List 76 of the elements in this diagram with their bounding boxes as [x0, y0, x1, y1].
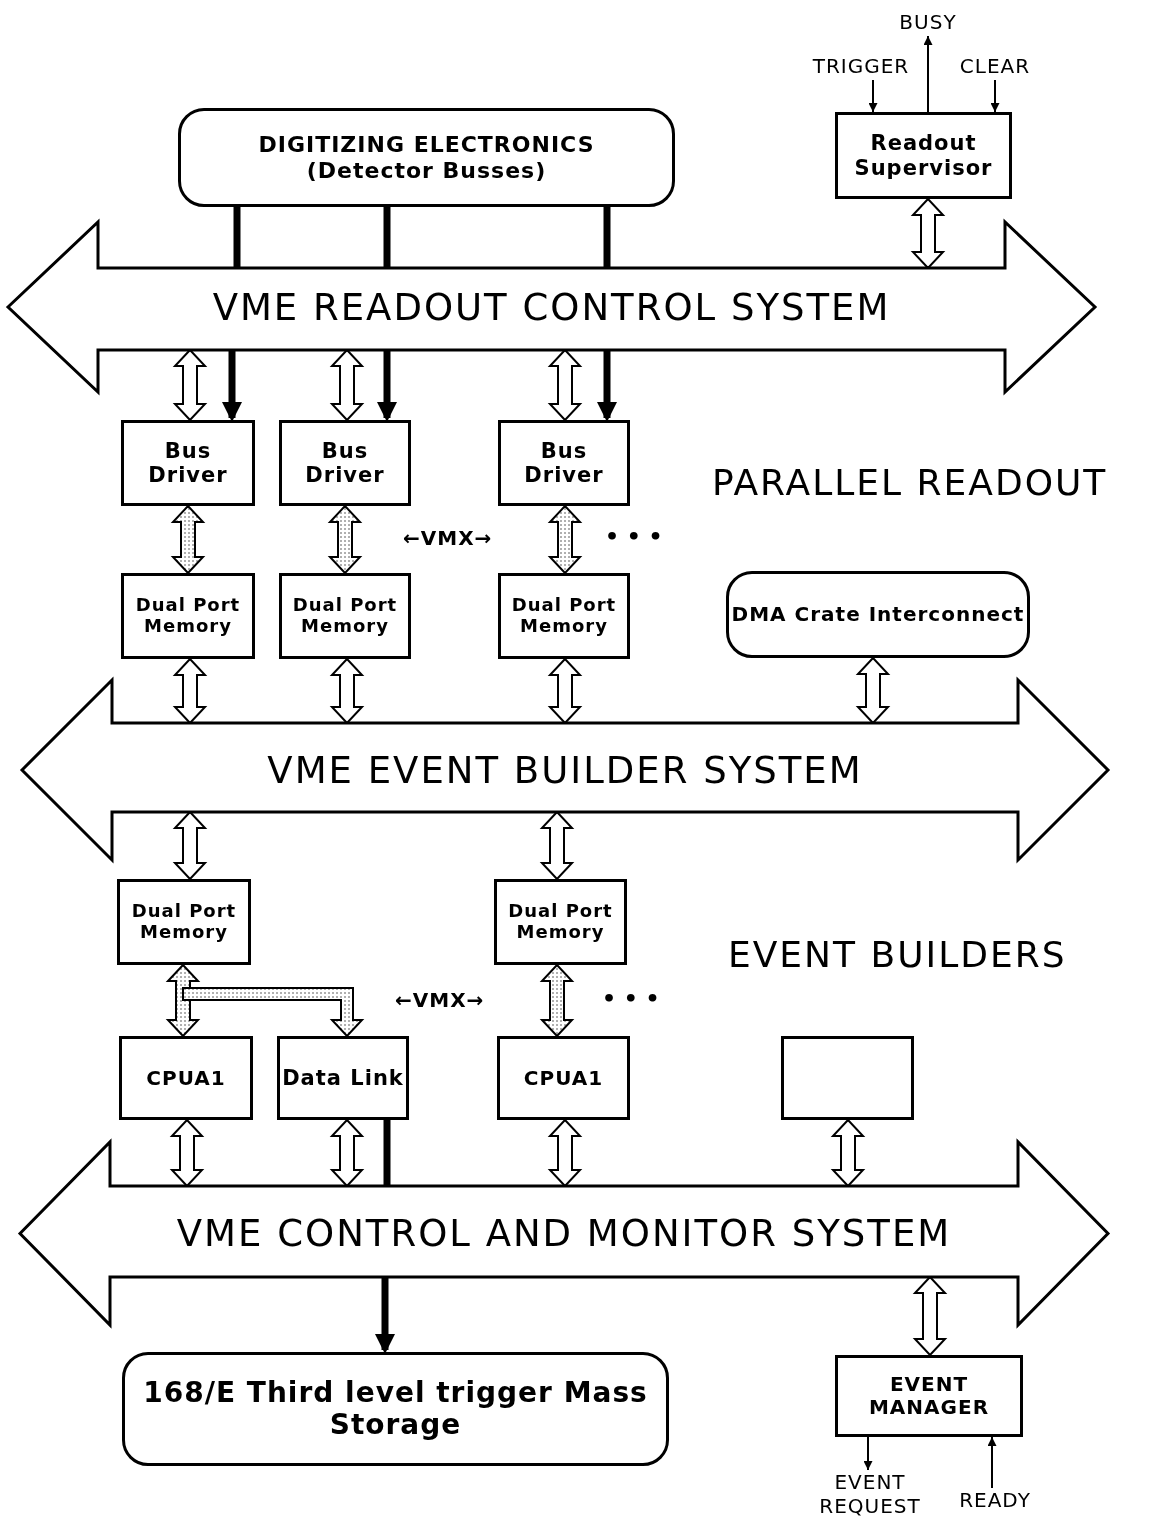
hollow-double-arrow [547, 657, 583, 725]
thick-line [383, 1120, 391, 1186]
hollow-double-arrow [547, 1118, 583, 1188]
process-box [835, 112, 1012, 199]
process-box [121, 420, 255, 506]
diagram-label: EVENT BUILDERS [728, 934, 1067, 975]
box-label: 168/E Third level trigger Mass Storage [142, 1376, 649, 1442]
box-label: CPUA1 [146, 1066, 226, 1090]
box-label: Dual Port Memory [507, 901, 614, 943]
box-label: Dual Port Memory [130, 901, 238, 943]
signal-arrow [868, 79, 878, 113]
box-shape [781, 1036, 914, 1120]
process-box [498, 573, 630, 659]
hollow-double-arrow [329, 657, 365, 725]
box-label: Bus Driver [523, 438, 605, 488]
process-box [119, 1036, 253, 1120]
box-label: Bus Driver [304, 438, 386, 488]
shaded-arrow [182, 987, 365, 1038]
box-label: Dual Port Memory [291, 595, 399, 637]
bus-label: VME CONTROL AND MONITOR SYSTEM [176, 1212, 952, 1255]
shaded-double-arrow [547, 504, 583, 575]
box-label: (Detector Busses) [306, 157, 547, 183]
hollow-double-arrow [172, 657, 208, 725]
diagram-label: ←VMX→ [395, 988, 485, 1012]
process-box [178, 108, 675, 207]
thick-line [603, 207, 611, 268]
process-box [726, 571, 1030, 658]
signal-arrow [863, 1436, 873, 1471]
thick-arrow [375, 1277, 395, 1354]
thick-arrow [222, 350, 242, 422]
shaded-double-arrow [170, 504, 206, 575]
hollow-double-arrow [329, 1118, 365, 1188]
process-box [122, 1352, 669, 1466]
box-label: Data Link [282, 1065, 404, 1091]
process-box [494, 879, 627, 965]
thick-line [233, 207, 241, 268]
bus-label: VME EVENT BUILDER SYSTEM [267, 748, 863, 792]
box-label: Dual Port Memory [510, 595, 618, 637]
hollow-double-arrow [910, 197, 946, 270]
box-label: DMA Crate Interconnect [731, 603, 1025, 626]
thick-line [383, 207, 391, 268]
bus-label: VME READOUT CONTROL SYSTEM [212, 285, 891, 329]
process-box [497, 1036, 630, 1120]
thick-arrow [597, 350, 617, 422]
signal-label: EVENT REQUEST [800, 1470, 940, 1522]
signal-arrow [990, 79, 1000, 113]
diagram-label: PARALLEL READOUT [712, 462, 1108, 503]
diagram-label: • • • [605, 524, 663, 549]
process-box [279, 420, 411, 506]
diagram-label: ←VMX→ [403, 526, 493, 550]
process-box [498, 420, 630, 506]
diagram-label: • • • [602, 986, 660, 1011]
hollow-double-arrow [830, 1118, 866, 1188]
shaded-double-arrow [327, 504, 363, 575]
shaded-double-arrow [165, 963, 201, 1038]
signal-arrow [923, 35, 933, 113]
box-label: Dual Port Memory [134, 595, 242, 637]
signal-label: CLEAR [950, 54, 1040, 80]
process-box [835, 1355, 1023, 1437]
signal-label: BUSY [890, 10, 966, 36]
shaded-double-arrow [539, 963, 575, 1038]
hollow-double-arrow [169, 1118, 205, 1188]
process-box [121, 573, 255, 659]
process-box [117, 879, 251, 965]
box-label: CPUA1 [523, 1066, 604, 1090]
signal-label: READY [945, 1488, 1045, 1514]
box-label: DIGITIZING ELECTRONICS [258, 132, 595, 158]
signal-arrow [987, 1436, 997, 1489]
process-box [277, 1036, 409, 1120]
signal-label: TRIGGER [800, 54, 922, 80]
hollow-double-arrow [855, 656, 891, 725]
box-label: Bus Driver [147, 438, 229, 488]
thick-arrow [377, 350, 397, 422]
box-label: EVENT MANAGER [867, 1373, 991, 1419]
box-label: Readout Supervisor [853, 131, 994, 180]
process-box [279, 573, 411, 659]
